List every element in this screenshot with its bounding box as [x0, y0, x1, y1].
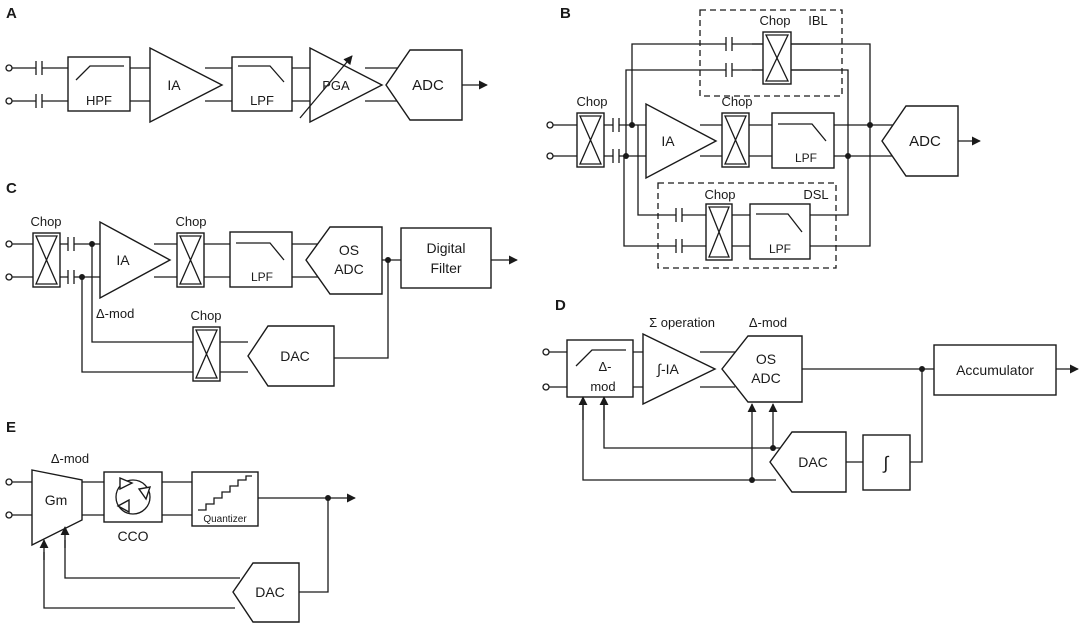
input-terminal-pos: [5, 240, 13, 248]
hpf-label: HPF: [86, 93, 112, 108]
input-terminal-neg: [5, 511, 13, 519]
adc-block: [881, 105, 959, 177]
panel-a-label: A: [6, 5, 17, 22]
lpf-response-icon: [778, 123, 827, 142]
chop-fb-label: Chop: [190, 308, 221, 323]
lpf-response-icon: [756, 213, 803, 233]
panel-c: C Chop IA Chop LPF OS ADC Digital Filter…: [5, 180, 518, 387]
dac-block: [232, 562, 300, 623]
dmod-label: Δ-mod: [749, 315, 787, 330]
variable-gain-arrow-icon: [299, 55, 353, 119]
lpf-dsl-label: LPF: [769, 242, 791, 256]
input-terminal-neg: [542, 383, 550, 391]
hpf-response-icon: [75, 65, 124, 81]
ring-oscillator-icon: [115, 476, 152, 515]
dac-block: [769, 431, 847, 493]
ia-amplifier: [645, 102, 718, 180]
adc-label: ADC: [412, 77, 444, 94]
input-capacitors: [35, 61, 43, 108]
chop-in-label: Chop: [576, 94, 607, 109]
digital-filter-label-1: Digital: [427, 240, 466, 256]
panel-b-label: B: [560, 5, 571, 22]
staircase-icon: [198, 475, 252, 511]
ibl-label: IBL: [808, 13, 828, 28]
chop-mid-label: Chop: [175, 214, 206, 229]
input-terminal-neg: [5, 273, 13, 281]
lpf-label: LPF: [251, 270, 273, 284]
gm-label: Gm: [45, 492, 68, 508]
ia-amplifier: [149, 46, 224, 124]
integrating-ia: [642, 332, 717, 406]
os-adc-label-2: ADC: [334, 261, 364, 277]
dsl-label: DSL: [803, 187, 828, 202]
dmod-block-label-2: mod: [590, 379, 615, 394]
gm-block: [31, 469, 83, 547]
dmod-response-icon: [575, 349, 626, 367]
integrating-ia-label: ∫-IA: [656, 361, 679, 377]
ia-amplifier: [99, 220, 172, 300]
lpf-block: [229, 231, 293, 288]
input-terminal-neg: [546, 152, 554, 160]
integrator-block: [862, 434, 911, 491]
integrator-label: ∫: [882, 453, 890, 473]
cco-label: CCO: [117, 528, 148, 544]
panel-b: B Chop IA Chop LPF ADC: [546, 5, 981, 269]
input-terminal-pos: [5, 478, 13, 486]
dmod-label: Δ-mod: [96, 306, 134, 321]
input-terminal-pos: [546, 121, 554, 129]
feedback-chopper: [192, 326, 221, 382]
os-adc-block: [305, 226, 383, 295]
input-terminal-neg: [5, 97, 13, 105]
dac-label: DAC: [280, 348, 310, 364]
panel-d-label: D: [555, 297, 566, 314]
lpf-label: LPF: [250, 93, 274, 108]
accumulator-block: [933, 344, 1057, 396]
panel-c-label: C: [6, 180, 17, 197]
dac-block: [247, 325, 335, 387]
input-terminal-pos: [5, 64, 13, 72]
pga-amplifier: [309, 46, 384, 124]
dmod-block-label-1: Δ-: [598, 359, 611, 374]
os-adc-label-1: OS: [339, 242, 359, 258]
panel-e: E Δ-mod Gm CCO Quantizer DAC: [5, 419, 356, 623]
os-adc-block: [721, 335, 803, 403]
dmod-label: Δ-mod: [51, 451, 89, 466]
lpf-block: [231, 56, 293, 112]
quantizer-block: [191, 471, 259, 527]
lpf-dsl-block: [749, 203, 811, 260]
digital-filter-label-2: Filter: [430, 260, 461, 276]
quantizer-label: Quantizer: [203, 514, 247, 525]
adc-block: [385, 49, 463, 121]
lpf-main-label: LPF: [795, 151, 817, 165]
lpf-response-icon: [236, 242, 285, 261]
sigma-operation-label: Σ operation: [649, 315, 715, 330]
dac-label: DAC: [798, 454, 828, 470]
chop-ibl-label: Chop: [759, 13, 790, 28]
panel-e-label: E: [6, 419, 16, 436]
digital-filter-block: [400, 227, 492, 289]
chop-mid-label: Chop: [721, 94, 752, 109]
accumulator-label: Accumulator: [956, 362, 1034, 378]
os-adc-label-2: ADC: [751, 370, 781, 386]
dsl-boundary: [657, 182, 837, 269]
ia-label: IA: [661, 133, 675, 149]
lpf-response-icon: [238, 65, 285, 83]
ia-label: IA: [167, 77, 181, 93]
ibl-boundary: [699, 9, 843, 97]
adc-label: ADC: [909, 133, 941, 150]
ia-label: IA: [116, 252, 130, 268]
input-terminal-pos: [542, 348, 550, 356]
chop-in-label: Chop: [30, 214, 61, 229]
panel-d: D Σ operation Δ-mod Δ- mod ∫-IA OS ADC A…: [542, 297, 1079, 493]
chop-dsl-label: Chop: [704, 187, 735, 202]
lpf-main-block: [771, 112, 835, 169]
dac-label: DAC: [255, 584, 285, 600]
panel-a: A HPF IA LPF PGA ADC: [5, 5, 488, 124]
os-adc-label-1: OS: [756, 351, 776, 367]
pga-label: PGA: [322, 78, 350, 93]
